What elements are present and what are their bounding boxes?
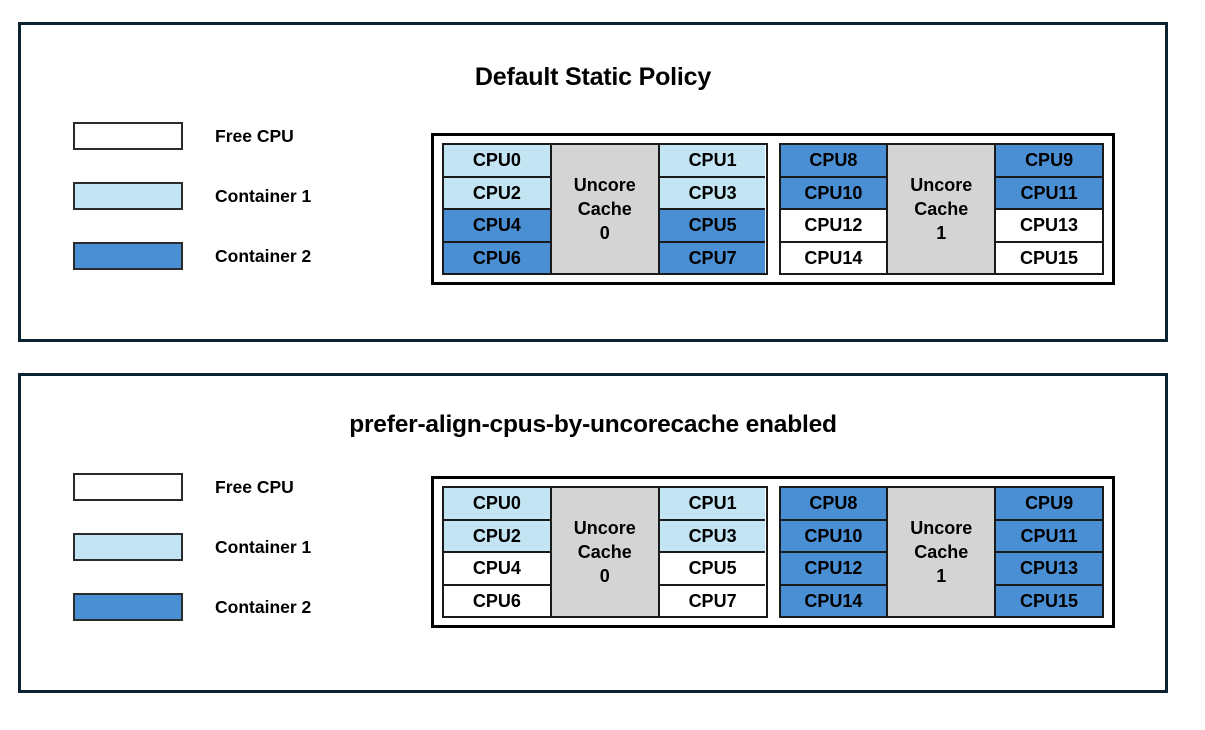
cpu-cell: CPU7	[659, 242, 766, 273]
legend-swatch-free-cpu	[73, 122, 183, 150]
uncore-cache-line-2: Cache	[577, 198, 632, 219]
legend-swatch-free-cpu	[73, 473, 183, 501]
uncore-cache-group-1: CPU8 CPU10 CPU12 CPU14 Uncore Cache 1 CP…	[778, 486, 1104, 618]
cpu-cell: CPU12	[780, 553, 887, 586]
uncore-cache-line-1: Uncore	[573, 174, 636, 195]
cpu-column-left: CPU8 CPU10 CPU12 CPU14	[780, 488, 887, 616]
cpu-cell: CPU1	[659, 488, 766, 521]
panel-prefer-align-enabled: prefer-align-cpus-by-uncorecache enabled…	[18, 373, 1168, 693]
cpu-cell: CPU14	[780, 242, 887, 273]
cpu-cell: CPU13	[996, 553, 1102, 586]
cpu-cell: CPU5	[659, 210, 766, 243]
uncore-cache-id: 0	[599, 566, 610, 587]
uncore-cache-id: 0	[599, 223, 610, 244]
cpu-cell: CPU3	[659, 177, 766, 210]
cpu-column-right: CPU9 CPU11 CPU13 CPU15	[996, 145, 1102, 273]
cpu-column-right: CPU1 CPU3 CPU5 CPU7	[659, 145, 766, 273]
uncore-cache-line-1: Uncore	[573, 517, 636, 538]
uncore-cache-block: Uncore Cache 1	[886, 488, 997, 616]
cpu-cell: CPU0	[444, 488, 550, 521]
uncore-cache-block: Uncore Cache 0	[549, 145, 660, 273]
cpu-cell: CPU4	[444, 210, 550, 243]
cpu-column-right: CPU1 CPU3 CPU5 CPU7	[659, 488, 766, 616]
page-title: prefer-align-cpus-by-uncorecache enabled	[349, 411, 837, 438]
legend-label-container-1: Container 1	[215, 536, 312, 557]
cpu-cell: CPU11	[996, 520, 1102, 553]
cpu-cell: CPU6	[444, 585, 550, 616]
cpu-cell: CPU3	[659, 520, 766, 553]
panel-default-static-policy: Default Static Policy Free CPU Container…	[18, 22, 1168, 342]
cpu-column-left: CPU0 CPU2 CPU4 CPU6	[444, 488, 550, 616]
cpu-cell: CPU10	[780, 177, 887, 210]
uncore-cache-block: Uncore Cache 1	[886, 145, 997, 273]
uncore-cache-line-2: Cache	[577, 541, 632, 562]
cpu-cell: CPU13	[996, 210, 1102, 243]
legend-label-free-cpu: Free CPU	[215, 125, 294, 146]
legend-item-container-2: Container 2	[73, 592, 403, 622]
cpu-cell: CPU9	[996, 488, 1102, 521]
uncore-cache-group-0: CPU0 CPU2 CPU4 CPU6 Uncore Cache 0 CPU1 …	[442, 143, 768, 275]
legend-label-free-cpu: Free CPU	[215, 476, 294, 497]
uncore-cache-line-1: Uncore	[910, 174, 973, 195]
cpu-cell: CPU12	[780, 210, 887, 243]
cpu-cell: CPU11	[996, 177, 1102, 210]
cpu-cell: CPU15	[996, 242, 1102, 273]
cpu-cell: CPU1	[659, 145, 766, 178]
legend-swatch-container-2	[73, 593, 183, 621]
legend-item-free-cpu: Free CPU	[73, 472, 403, 502]
cpu-column-left: CPU8 CPU10 CPU12 CPU14	[780, 145, 887, 273]
legend-default-static-policy: Free CPU Container 1 Container 2	[73, 121, 403, 271]
cpu-column-right: CPU9 CPU11 CPU13 CPU15	[996, 488, 1102, 616]
legend-item-free-cpu: Free CPU	[73, 121, 403, 151]
cpu-cell: CPU14	[780, 585, 887, 616]
uncore-cache-group-1: CPU8 CPU10 CPU12 CPU14 Uncore Cache 1 CP…	[778, 143, 1104, 275]
legend-swatch-container-1	[73, 533, 183, 561]
legend-label-container-1: Container 1	[215, 185, 312, 206]
cpu-cell: CPU10	[780, 520, 887, 553]
cpu-cell: CPU4	[444, 553, 550, 586]
cpu-cell: CPU0	[444, 145, 550, 178]
cpu-cell: CPU15	[996, 585, 1102, 616]
page-title: Default Static Policy	[474, 63, 712, 91]
legend-item-container-2: Container 2	[73, 241, 403, 271]
uncore-cache-id: 1	[936, 223, 947, 244]
cpu-cell: CPU2	[444, 177, 550, 210]
legend-swatch-container-1	[73, 182, 183, 210]
uncore-cache-line-1: Uncore	[910, 517, 973, 538]
legend-label-container-2: Container 2	[215, 245, 312, 266]
legend-swatch-container-2	[73, 242, 183, 270]
cpu-cell: CPU9	[996, 145, 1102, 178]
legend-label-container-2: Container 2	[215, 596, 312, 617]
legend-prefer-align-enabled: Free CPU Container 1 Container 2	[73, 472, 403, 622]
cpu-cell: CPU2	[444, 520, 550, 553]
uncore-cache-id: 1	[936, 566, 947, 587]
cpu-cell: CPU6	[444, 242, 550, 273]
cpu-cell: CPU8	[780, 488, 887, 521]
uncore-cache-group-0: CPU0 CPU2 CPU4 CPU6 Uncore Cache 0 CPU1 …	[442, 486, 768, 618]
uncore-cache-block: Uncore Cache 0	[549, 488, 660, 616]
cpu-topology-diagram: CPU0 CPU2 CPU4 CPU6 Uncore Cache 0 CPU1 …	[431, 476, 1115, 628]
cpu-cell: CPU7	[659, 585, 766, 616]
uncore-cache-line-2: Cache	[914, 541, 969, 562]
legend-item-container-1: Container 1	[73, 181, 403, 211]
cache-group-divider	[768, 486, 779, 618]
cpu-column-left: CPU0 CPU2 CPU4 CPU6	[444, 145, 550, 273]
cpu-cell: CPU5	[659, 553, 766, 586]
cpu-cell: CPU8	[780, 145, 887, 178]
legend-item-container-1: Container 1	[73, 532, 403, 562]
uncore-cache-line-2: Cache	[914, 198, 969, 219]
cache-group-divider	[768, 143, 779, 275]
cpu-topology-diagram: CPU0 CPU2 CPU4 CPU6 Uncore Cache 0 CPU1 …	[431, 133, 1115, 285]
